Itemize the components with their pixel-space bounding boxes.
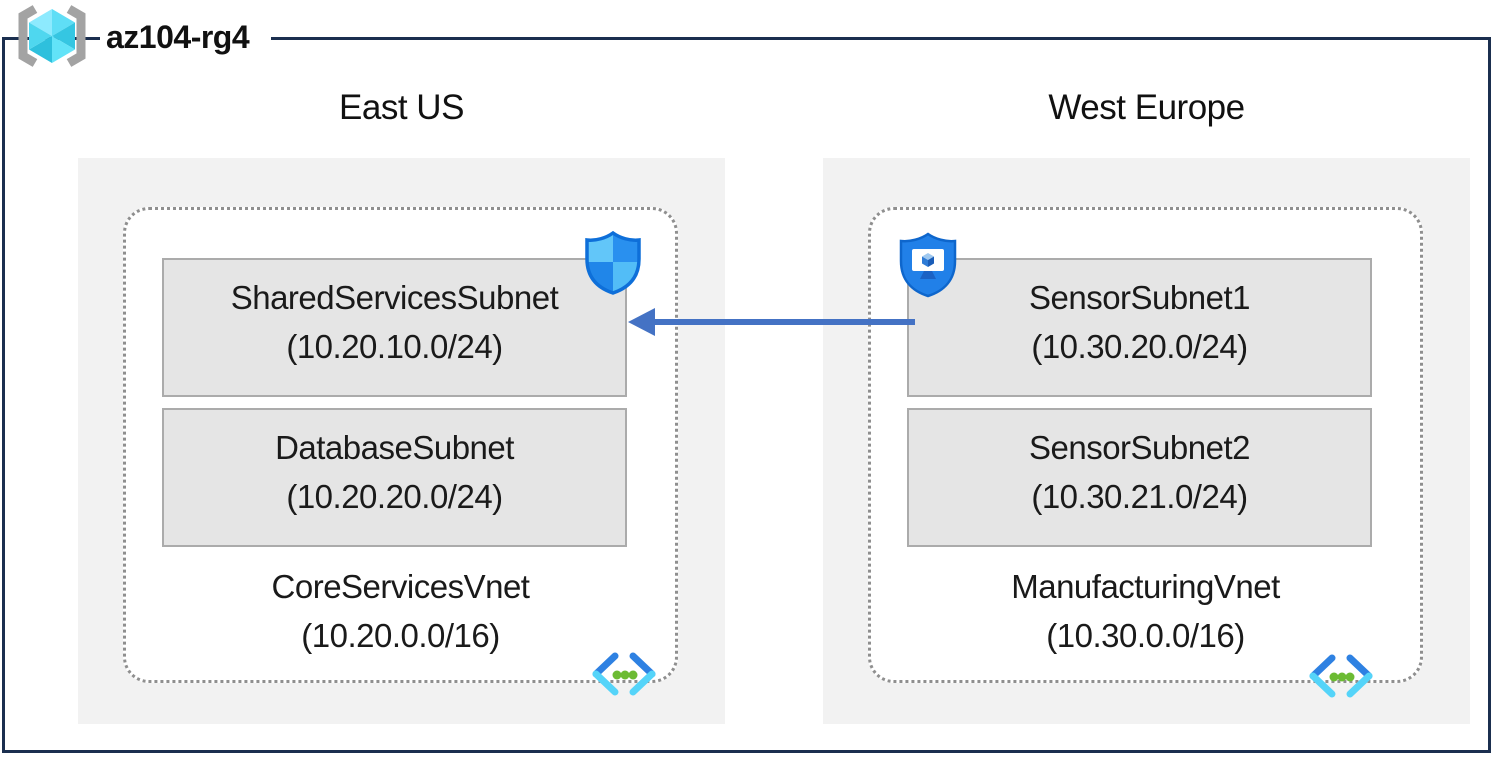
network-security-group-shield-icon bbox=[585, 231, 641, 295]
vnet-name: ManufacturingVnet bbox=[1011, 568, 1280, 605]
subnet-cidr: (10.20.10.0/24) bbox=[286, 328, 503, 365]
region-label-west-europe: West Europe bbox=[1048, 88, 1245, 127]
region-west-europe: SensorSubnet1 (10.30.20.0/24) SensorSubn… bbox=[823, 158, 1470, 724]
subnet-name: DatabaseSubnet bbox=[275, 429, 514, 466]
subnet-sensor1: SensorSubnet1 (10.30.20.0/24) bbox=[907, 258, 1372, 397]
subnet-cidr: (10.30.21.0/24) bbox=[1031, 478, 1248, 515]
subnet-sensor2: SensorSubnet2 (10.30.21.0/24) bbox=[907, 408, 1372, 547]
subnet-name: SharedServicesSubnet bbox=[230, 279, 559, 316]
vnet-label-manufacturing: ManufacturingVnet (10.30.0.0/16) bbox=[871, 562, 1420, 660]
region-label-east-us: East US bbox=[339, 88, 464, 127]
vnet-label-coreservices: CoreServicesVnet (10.20.0.0/16) bbox=[126, 562, 675, 660]
application-security-group-shield-icon bbox=[899, 232, 957, 298]
subnet-name: SensorSubnet1 bbox=[1028, 279, 1251, 316]
resource-group-title: az104-rg4 bbox=[100, 16, 272, 59]
resource-group-brackets-cube-icon bbox=[18, 5, 86, 67]
virtual-network-chevrons-icon bbox=[1309, 654, 1373, 698]
subnet-sharedservices: SharedServicesSubnet (10.20.10.0/24) bbox=[162, 258, 627, 397]
subnet-cidr: (10.20.20.0/24) bbox=[286, 478, 503, 515]
region-east-us: SharedServicesSubnet (10.20.10.0/24) Dat… bbox=[78, 158, 725, 724]
subnet-name: SensorSubnet2 bbox=[1028, 429, 1251, 466]
subnet-database: DatabaseSubnet (10.20.20.0/24) bbox=[162, 408, 627, 547]
virtual-network-chevrons-icon bbox=[592, 652, 656, 696]
vnet-cidr: (10.30.0.0/16) bbox=[1046, 617, 1245, 654]
resource-group-frame bbox=[2, 37, 1491, 753]
vnet-manufacturing: SensorSubnet1 (10.30.20.0/24) SensorSubn… bbox=[868, 207, 1423, 698]
subnet-cidr: (10.30.20.0/24) bbox=[1031, 328, 1248, 365]
vnet-cidr: (10.20.0.0/16) bbox=[301, 617, 500, 654]
vnet-name: CoreServicesVnet bbox=[271, 568, 530, 605]
peering-arrow-icon bbox=[628, 308, 915, 336]
vnet-coreservices: SharedServicesSubnet (10.20.10.0/24) Dat… bbox=[123, 207, 678, 696]
